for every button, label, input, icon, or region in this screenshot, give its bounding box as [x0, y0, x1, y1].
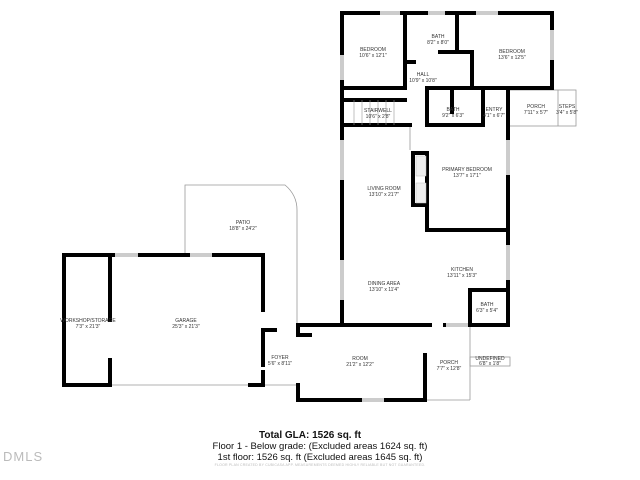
- windows: [115, 11, 554, 402]
- porch-lower-name: PORCH: [440, 360, 458, 366]
- foyer-dims: 5'6" x 8'11": [268, 361, 292, 367]
- garage-dims: 25'3" x 21'3": [172, 324, 200, 330]
- bedroom-left-dims: 10'6" x 12'1": [359, 53, 387, 59]
- steps-name: STEPS: [559, 104, 576, 110]
- floor2-summary: 1st floor: 1526 sq. ft (Excluded areas 1…: [217, 452, 423, 463]
- stairs: [353, 100, 395, 125]
- disclaimer: FLOOR PLAN CREATED BY CUBICASA APP. MEAS…: [214, 463, 426, 467]
- entry-name: ENTRY: [486, 107, 504, 113]
- entry-dims: 4'1" x 6'7": [483, 113, 505, 119]
- living-room-dims: 13'10" x 21'7": [369, 192, 399, 198]
- stairwell-name: STAIRWELL: [364, 108, 392, 114]
- porch-upper-name: PORCH: [527, 104, 545, 110]
- hall-name: HALL: [417, 72, 430, 78]
- workshop-dims: 7'3" x 21'3": [76, 324, 101, 330]
- living-room-name: LIVING ROOM: [367, 186, 400, 192]
- total-gla: Total GLA: 1526 sq. ft: [258, 430, 362, 441]
- bath-upper-name: BATH: [432, 34, 445, 40]
- stairwell-dims: 10'6" x 2'8": [366, 114, 391, 120]
- primary-bedroom-dims: 13'7" x 17'1": [453, 173, 481, 179]
- porch-lower-dims: 7'7" x 12'8": [437, 366, 462, 372]
- room-labels: BEDROOM 10'6" x 12'1" BATH 8'2" x 8'0" B…: [60, 34, 578, 372]
- workshop-name: WORKSHOP/STORAGE: [60, 318, 116, 324]
- floor1-summary: Floor 1 - Below grade: (Excluded areas 1…: [212, 441, 428, 452]
- hall-dims: 10'9" x 10'8": [409, 78, 437, 84]
- bath-upper-dims: 8'2" x 8'0": [427, 40, 449, 46]
- bath-lower-name: BATH: [481, 302, 494, 308]
- fireplace: [415, 155, 427, 204]
- room-name: ROOM: [352, 356, 368, 362]
- undefined-dims: 6'8" x 1'8": [479, 361, 501, 367]
- bath-mid-dims: 9'2" x 6'3": [442, 113, 464, 119]
- steps-dims: 3'4" x 5'8": [556, 110, 578, 116]
- bedroom-right-dims: 13'6" x 12'5": [498, 55, 526, 61]
- dining-area-dims: 13'10" x 11'4": [369, 287, 399, 293]
- foyer-name: FOYER: [271, 355, 289, 361]
- patio-dims: 18'8" x 24'2": [229, 226, 257, 232]
- walls: [62, 11, 554, 402]
- kitchen-dims: 13'11" x 15'3": [447, 273, 477, 279]
- porch-upper-dims: 7'11" x 5'7": [524, 110, 548, 116]
- room-dims: 21'2" x 12'2": [346, 362, 374, 368]
- garage-name: GARAGE: [175, 318, 197, 324]
- mls-watermark: DMLS: [3, 449, 44, 464]
- bedroom-left-name: BEDROOM: [360, 47, 386, 53]
- primary-bedroom-name: PRIMARY BEDROOM: [442, 167, 492, 173]
- bedroom-right-name: BEDROOM: [499, 49, 525, 55]
- bath-mid-name: BATH: [447, 107, 460, 113]
- patio-name: PATIO: [236, 220, 250, 226]
- dining-area-name: DINING AREA: [368, 281, 401, 287]
- bath-lower-dims: 6'3" x 5'4": [476, 308, 498, 314]
- kitchen-name: KITCHEN: [451, 267, 473, 273]
- undefined-name: UNDEFINED: [475, 356, 505, 362]
